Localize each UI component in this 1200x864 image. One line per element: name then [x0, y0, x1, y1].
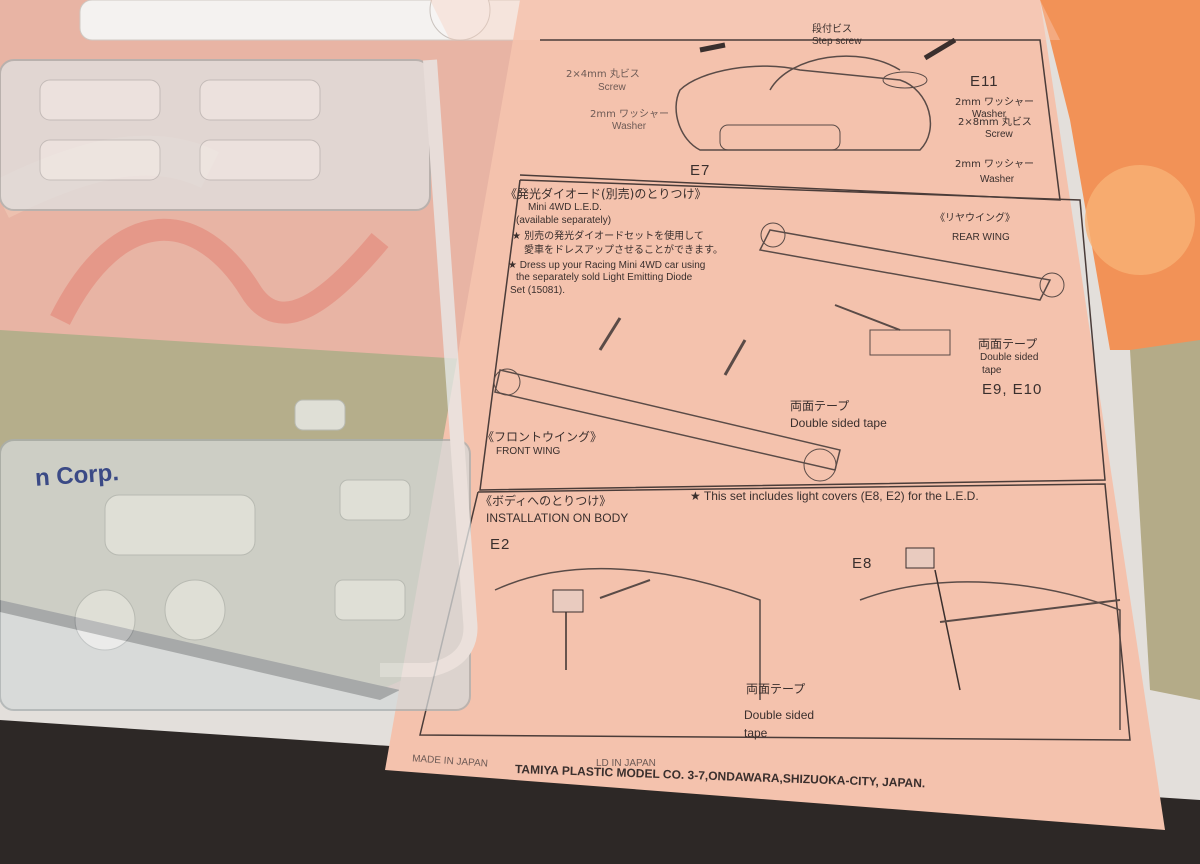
washer-left-en: Washer — [612, 121, 647, 132]
made-in-japan-print-2: LD IN JAPAN — [596, 758, 656, 769]
panel-border-led — [479, 179, 1106, 491]
label-e11: E11 — [970, 73, 999, 90]
mat-right-green — [1130, 340, 1200, 700]
body-drawing-left — [494, 567, 761, 700]
tape-en-front: Double sided tape — [790, 416, 887, 430]
front-wing-roller — [803, 448, 837, 482]
tape-en-rear2: tape — [982, 365, 1002, 376]
front-wing-jp: 《フロントウイング》 — [482, 430, 603, 444]
label-e8: E8 — [852, 555, 873, 572]
body-tape-en2: tape — [744, 726, 768, 740]
screw-left-jp: 2×4mm 丸ビス — [566, 69, 640, 80]
sheet-highlight — [430, 0, 1060, 40]
led-note-jp2: 愛車をドレスアップさせることができます。 — [524, 245, 723, 256]
step-screw-en: Step screw — [812, 36, 862, 47]
washer-right-en: Washer — [972, 109, 1007, 120]
clear-part — [294, 399, 346, 431]
body-title-jp: 《ボディへのとりつけ》 — [480, 494, 612, 508]
led-wire — [939, 599, 1121, 623]
chassis-drawing — [675, 65, 932, 151]
washer-bottom-en: Washer — [980, 174, 1015, 185]
table-edge-shadow — [0, 720, 1200, 864]
led-title-en2: (available separately) — [516, 215, 612, 226]
body-drawing-right — [859, 581, 1121, 730]
step-screw-jp: 段付ビス — [812, 24, 852, 35]
led-drawing — [598, 317, 622, 351]
clear-part — [199, 79, 321, 121]
screw-right-jp: 2×8mm 丸ビス — [958, 117, 1032, 128]
led-note-jp1: ★ 別売の発光ダイオードセットを使用して — [512, 231, 704, 242]
clear-sprue — [0, 59, 478, 711]
arrow-stroke — [923, 37, 957, 61]
rear-wing-mount — [869, 329, 951, 356]
led-note-en1: ★ Dress up your Racing Mini 4WD car usin… — [508, 260, 706, 271]
light-cover-e8 — [905, 547, 935, 569]
label-e7: E7 — [690, 162, 711, 179]
tape-jp-rear: 両面テープ — [978, 337, 1038, 351]
arrow-stroke — [699, 42, 726, 53]
rear-wing-en: REAR WING — [952, 232, 1010, 243]
light-cover-e2 — [552, 589, 584, 613]
chassis-drawing — [769, 55, 901, 91]
mat-logo-text: n Corp. — [34, 459, 120, 492]
led-title-en1: Mini 4WD L.E.D. — [528, 202, 602, 213]
clear-part — [39, 139, 161, 181]
instruction-sheet — [385, 0, 1165, 830]
panel-border-top — [519, 39, 1061, 201]
rear-wing-roller — [1039, 272, 1065, 298]
clear-sprue-runner — [380, 59, 478, 677]
led-wire — [599, 579, 651, 599]
rear-wing-jp: 《リヤウイング》 — [935, 213, 1015, 224]
clear-part — [74, 589, 136, 651]
led-drawing — [723, 339, 747, 376]
tape-en-rear1: Double sided — [980, 352, 1039, 363]
washer-left-jp: 2mm ワッシャー — [590, 109, 670, 120]
body-title-en: INSTALLATION ON BODY — [486, 511, 629, 525]
mat-right-art — [1085, 165, 1195, 275]
step-screw-drawing — [882, 71, 928, 89]
clear-part — [339, 479, 411, 521]
clear-part — [39, 79, 161, 121]
clear-part — [104, 494, 256, 556]
screw-right-en: Screw — [985, 129, 1013, 140]
clear-part — [164, 579, 226, 641]
washer-right-jp: 2mm ワッシャー — [955, 97, 1035, 108]
led-note-en3: Set (15081). — [510, 285, 566, 296]
clear-part — [199, 139, 321, 181]
front-wing-roller — [493, 368, 521, 396]
rear-wing-roller — [760, 222, 786, 248]
body-tape-en1: Double sided — [744, 708, 815, 722]
tape-jp-front: 両面テープ — [790, 399, 850, 413]
clear-part — [334, 579, 406, 621]
install-arrow — [934, 569, 961, 691]
white-sprue-part — [429, 0, 491, 41]
chassis-plate — [719, 124, 841, 151]
washer-bottom-jp: 2mm ワッシャー — [955, 159, 1035, 170]
led-title-jp: 《発光ダイオード(別売)のとりつけ》 — [505, 187, 707, 201]
mat-art-stroke — [50, 219, 389, 325]
led-note-en2: the separately sold Light Emitting Diode — [516, 272, 693, 283]
label-e9-e10: E9, E10 — [982, 381, 1043, 398]
body-note: ★ This set includes light covers (E8, E2… — [690, 489, 979, 503]
rear-wing-drawing — [758, 229, 1052, 301]
body-tape-jp: 両面テープ — [746, 682, 806, 696]
front-wing-en: FRONT WING — [496, 446, 561, 457]
label-e2: E2 — [490, 536, 511, 553]
led-wire — [834, 304, 901, 331]
screw-left-en: Screw — [598, 82, 626, 93]
